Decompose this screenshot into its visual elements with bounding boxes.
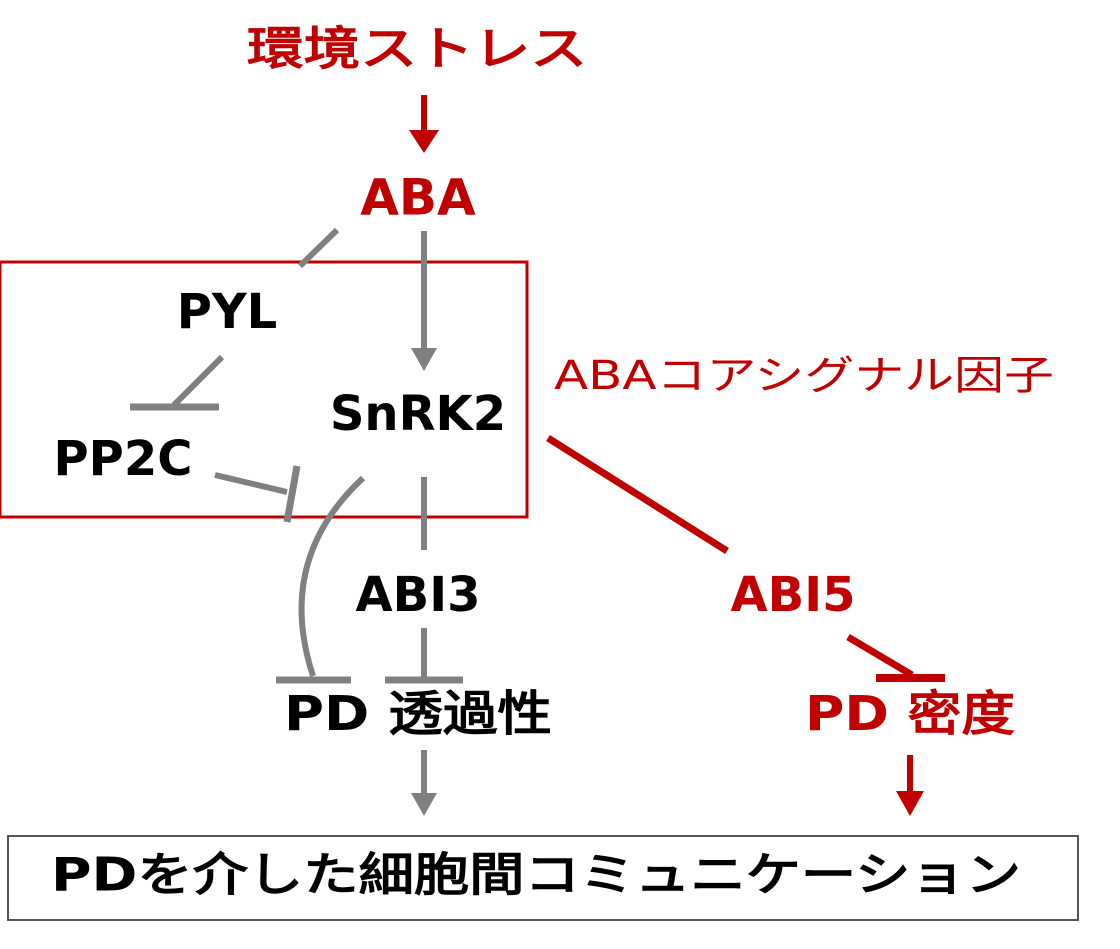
outcome-label: PDを介した細胞間コミュニケーション [51, 848, 1021, 902]
node-pp2c: PP2C [54, 431, 193, 487]
outcome-box [7, 835, 1079, 921]
edge-pd-density-to-outcome [896, 755, 924, 816]
node-pd-density: PD 密度 [805, 686, 1015, 742]
node-aba: ABA [360, 169, 476, 227]
node-abi5: ABI5 [731, 567, 856, 623]
node-stress: 環境ストレス [247, 22, 587, 76]
node-snrk2: SnRK2 [330, 386, 506, 442]
edge-stress-to-aba [409, 95, 439, 153]
edge-aba-to-snrk2 [411, 231, 437, 371]
node-pyl: PYL [177, 284, 278, 340]
edge-abi3-inhibits-pd-permeability [385, 628, 463, 684]
edge-snrk2-inhibits-pd-permeability [276, 475, 366, 684]
core-signal-box [0, 260, 529, 519]
edge-snrk2-to-abi5 [546, 435, 729, 554]
node-abi3: ABI3 [356, 567, 481, 623]
edge-pp2c-inhibits-snrk2 [214, 465, 301, 523]
core-signal-label: ABAコアシグナル因子 [554, 353, 1054, 399]
edge-pyl-inhibits-pp2c [130, 354, 225, 411]
edge-pd-permeability-to-outcome [411, 750, 437, 816]
edge-abi5-inhibits-pd-density [846, 633, 945, 682]
edge-aba-inhibits-pyl [297, 227, 340, 269]
node-pd-permeability: PD 透過性 [284, 686, 552, 742]
